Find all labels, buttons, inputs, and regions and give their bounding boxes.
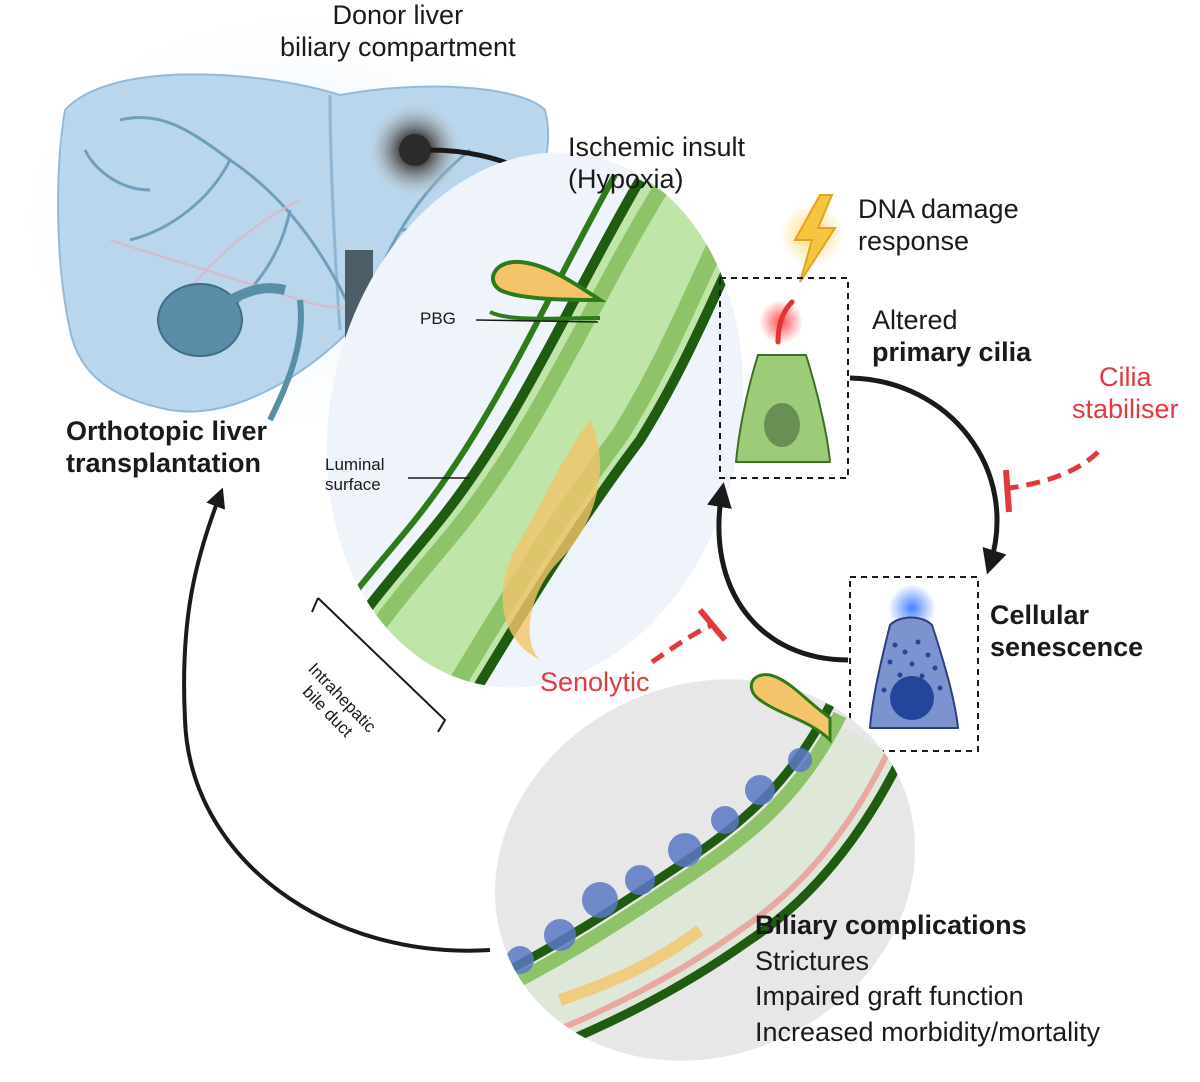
senolytic-inhibitor	[650, 608, 728, 665]
complication-item: Increased morbidity/mortality	[755, 1016, 1101, 1047]
complications-to-transplant-arrow	[182, 487, 491, 953]
ischemic-insult-label: Ischemic insult (Hypoxia)	[568, 132, 746, 194]
intrahepatic-bracket	[311, 597, 447, 733]
orthotopic-liver-transplantation-label: Orthotopic liver transplantation	[66, 416, 268, 478]
altered-primary-cilia-label: Altered primary cilia	[872, 305, 1032, 367]
cilia-stabiliser-inhibitor	[1003, 450, 1100, 513]
complication-item: Strictures	[755, 945, 870, 976]
pbg-label: PBG	[420, 309, 456, 328]
cilia-stabiliser-label: Cilia stabiliser	[1072, 362, 1179, 424]
senescence-to-cilia-arrow	[707, 482, 849, 663]
complication-item: Impaired graft function	[755, 981, 1024, 1012]
dna-damage-bolt-icon	[780, 194, 844, 283]
altered-cilia-cell	[719, 277, 849, 479]
intrahepatic-bile-duct-illustration	[292, 152, 765, 703]
luminal-surface-label: Luminal surface	[325, 455, 385, 495]
senolytic-label: Senolytic	[540, 667, 650, 697]
damaged-bile-duct-illustration	[477, 673, 915, 1065]
biliary-complications-title: Biliary complications	[755, 910, 1027, 940]
biliary-complications-block: Biliary complications Strictures Impaire…	[755, 908, 1100, 1051]
cilia-to-senescence-arrow	[849, 375, 1007, 575]
senescent-cell	[849, 576, 979, 752]
donor-liver-illustration	[30, 20, 581, 440]
cellular-senescence-label: Cellular senescence	[990, 600, 1144, 662]
dna-damage-label: DNA damage response	[858, 194, 1019, 256]
donor-liver-label: Donor liver biliary compartment	[280, 0, 516, 62]
